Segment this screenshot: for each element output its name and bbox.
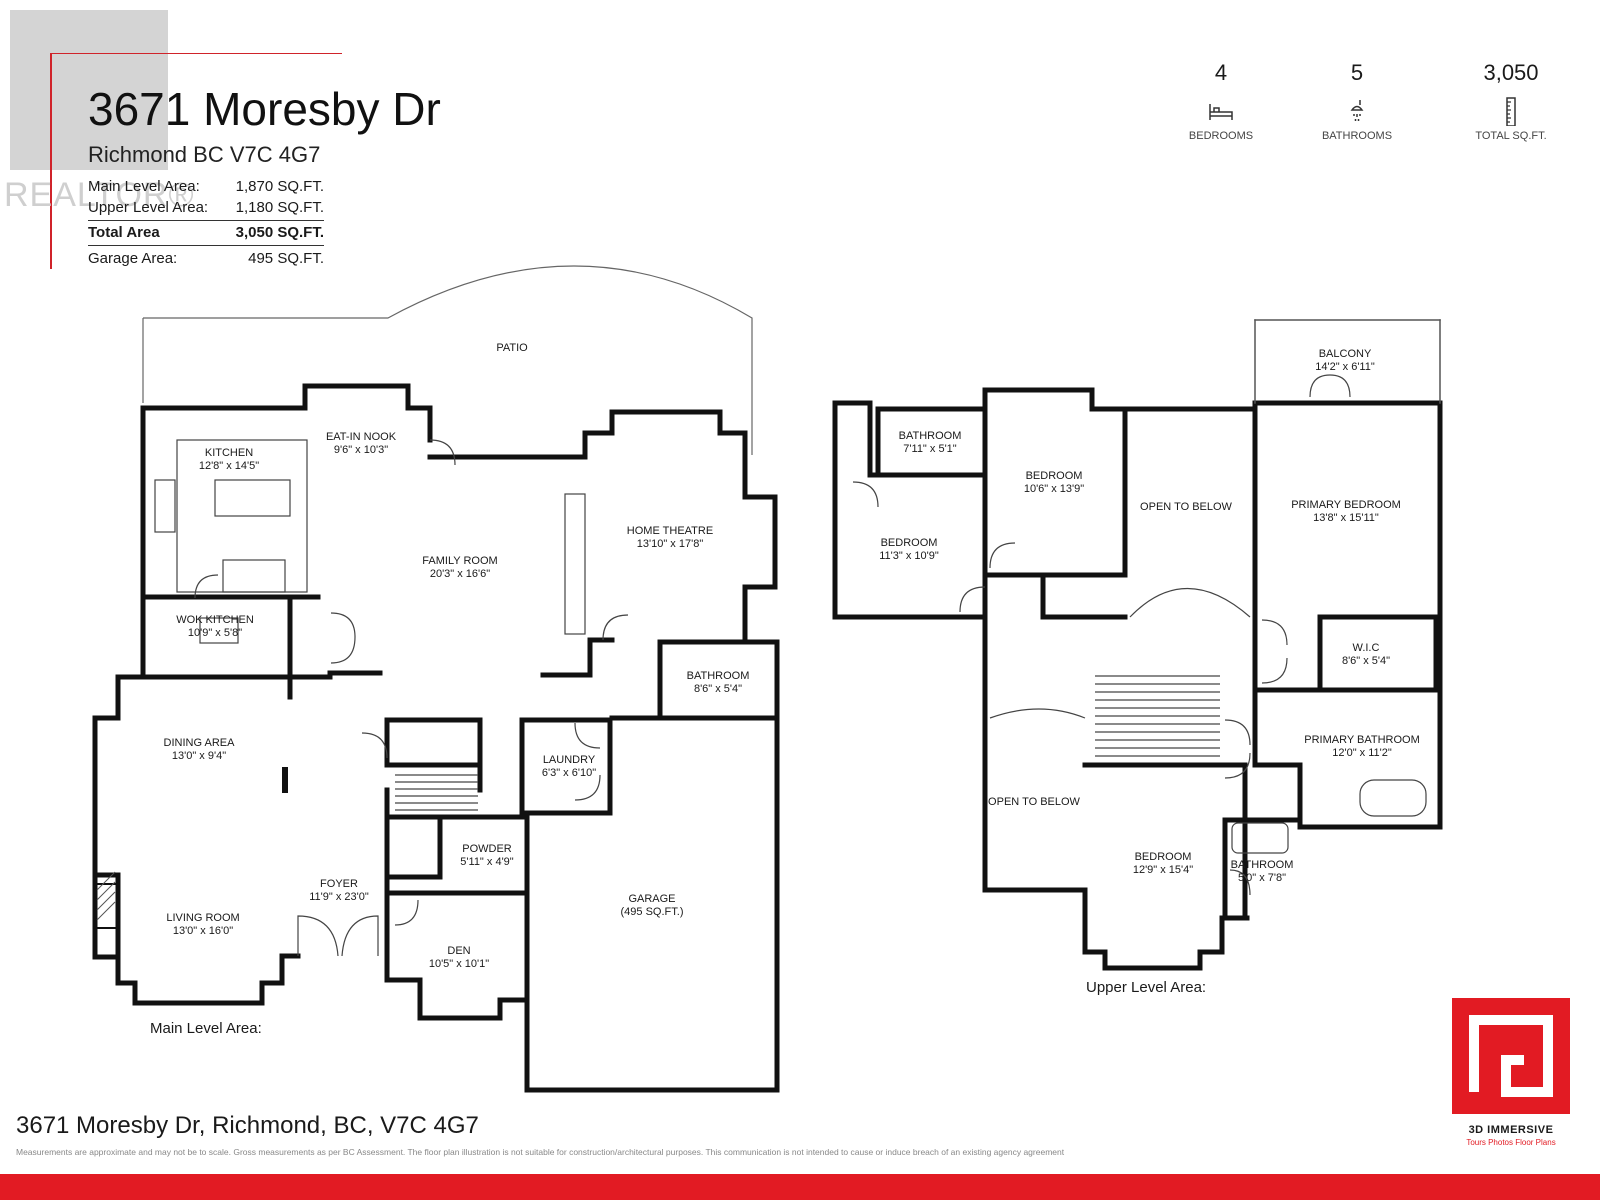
accent-line (50, 53, 52, 269)
accent-line (50, 53, 342, 54)
area-row: Garage Area:495 SQ.FT. (88, 250, 324, 267)
page-title: 3671 Moresby Dr (88, 83, 441, 135)
room-garage: GARAGE(495 SQ.FT.) (620, 893, 684, 918)
logo-mark-icon (1469, 1015, 1553, 1097)
main-level-label: Main Level Area: (150, 1020, 262, 1037)
stat-total-sqft: 3,050 TOTAL SQ.FT. (1475, 60, 1547, 142)
shower-icon (1350, 100, 1364, 121)
bed-icon (1209, 104, 1233, 120)
logo-subtitle: Tours Photos Floor Plans (1466, 1138, 1556, 1147)
area-row: Main Level Area:1,870 SQ.FT. (88, 178, 324, 195)
room-open-to-below-1: OPEN TO BELOW (1140, 501, 1232, 513)
footer-red-bar (0, 1174, 1600, 1200)
logo-title: 3D IMMERSIVE (1468, 1124, 1554, 1136)
footer-address: 3671 Moresby Dr, Richmond, BC, V7C 4G7 (16, 1112, 479, 1139)
room-open-to-below-2: OPEN TO BELOW (988, 796, 1080, 808)
page-subtitle: Richmond BC V7C 4G7 (88, 142, 321, 167)
realtor-logo-watermark (10, 10, 168, 170)
realtor-watermark-text: REALTOR® (4, 176, 195, 214)
stat-bathrooms: 5 BATHROOMS (1321, 60, 1393, 142)
fireplace (94, 871, 118, 929)
ruler-icon (1506, 97, 1516, 126)
disclaimer: Measurements are approximate and may not… (16, 1147, 1065, 1157)
area-table: Main Level Area:1,870 SQ.FT. Upper Level… (88, 176, 324, 269)
area-row: Upper Level Area:1,180 SQ.FT. (88, 199, 324, 216)
upper-level-label: Upper Level Area: (1086, 979, 1207, 996)
3d-immersive-logo (1452, 998, 1570, 1114)
stat-bedrooms: 4 BEDROOMS (1188, 60, 1254, 142)
room-patio: PATIO (496, 342, 528, 354)
